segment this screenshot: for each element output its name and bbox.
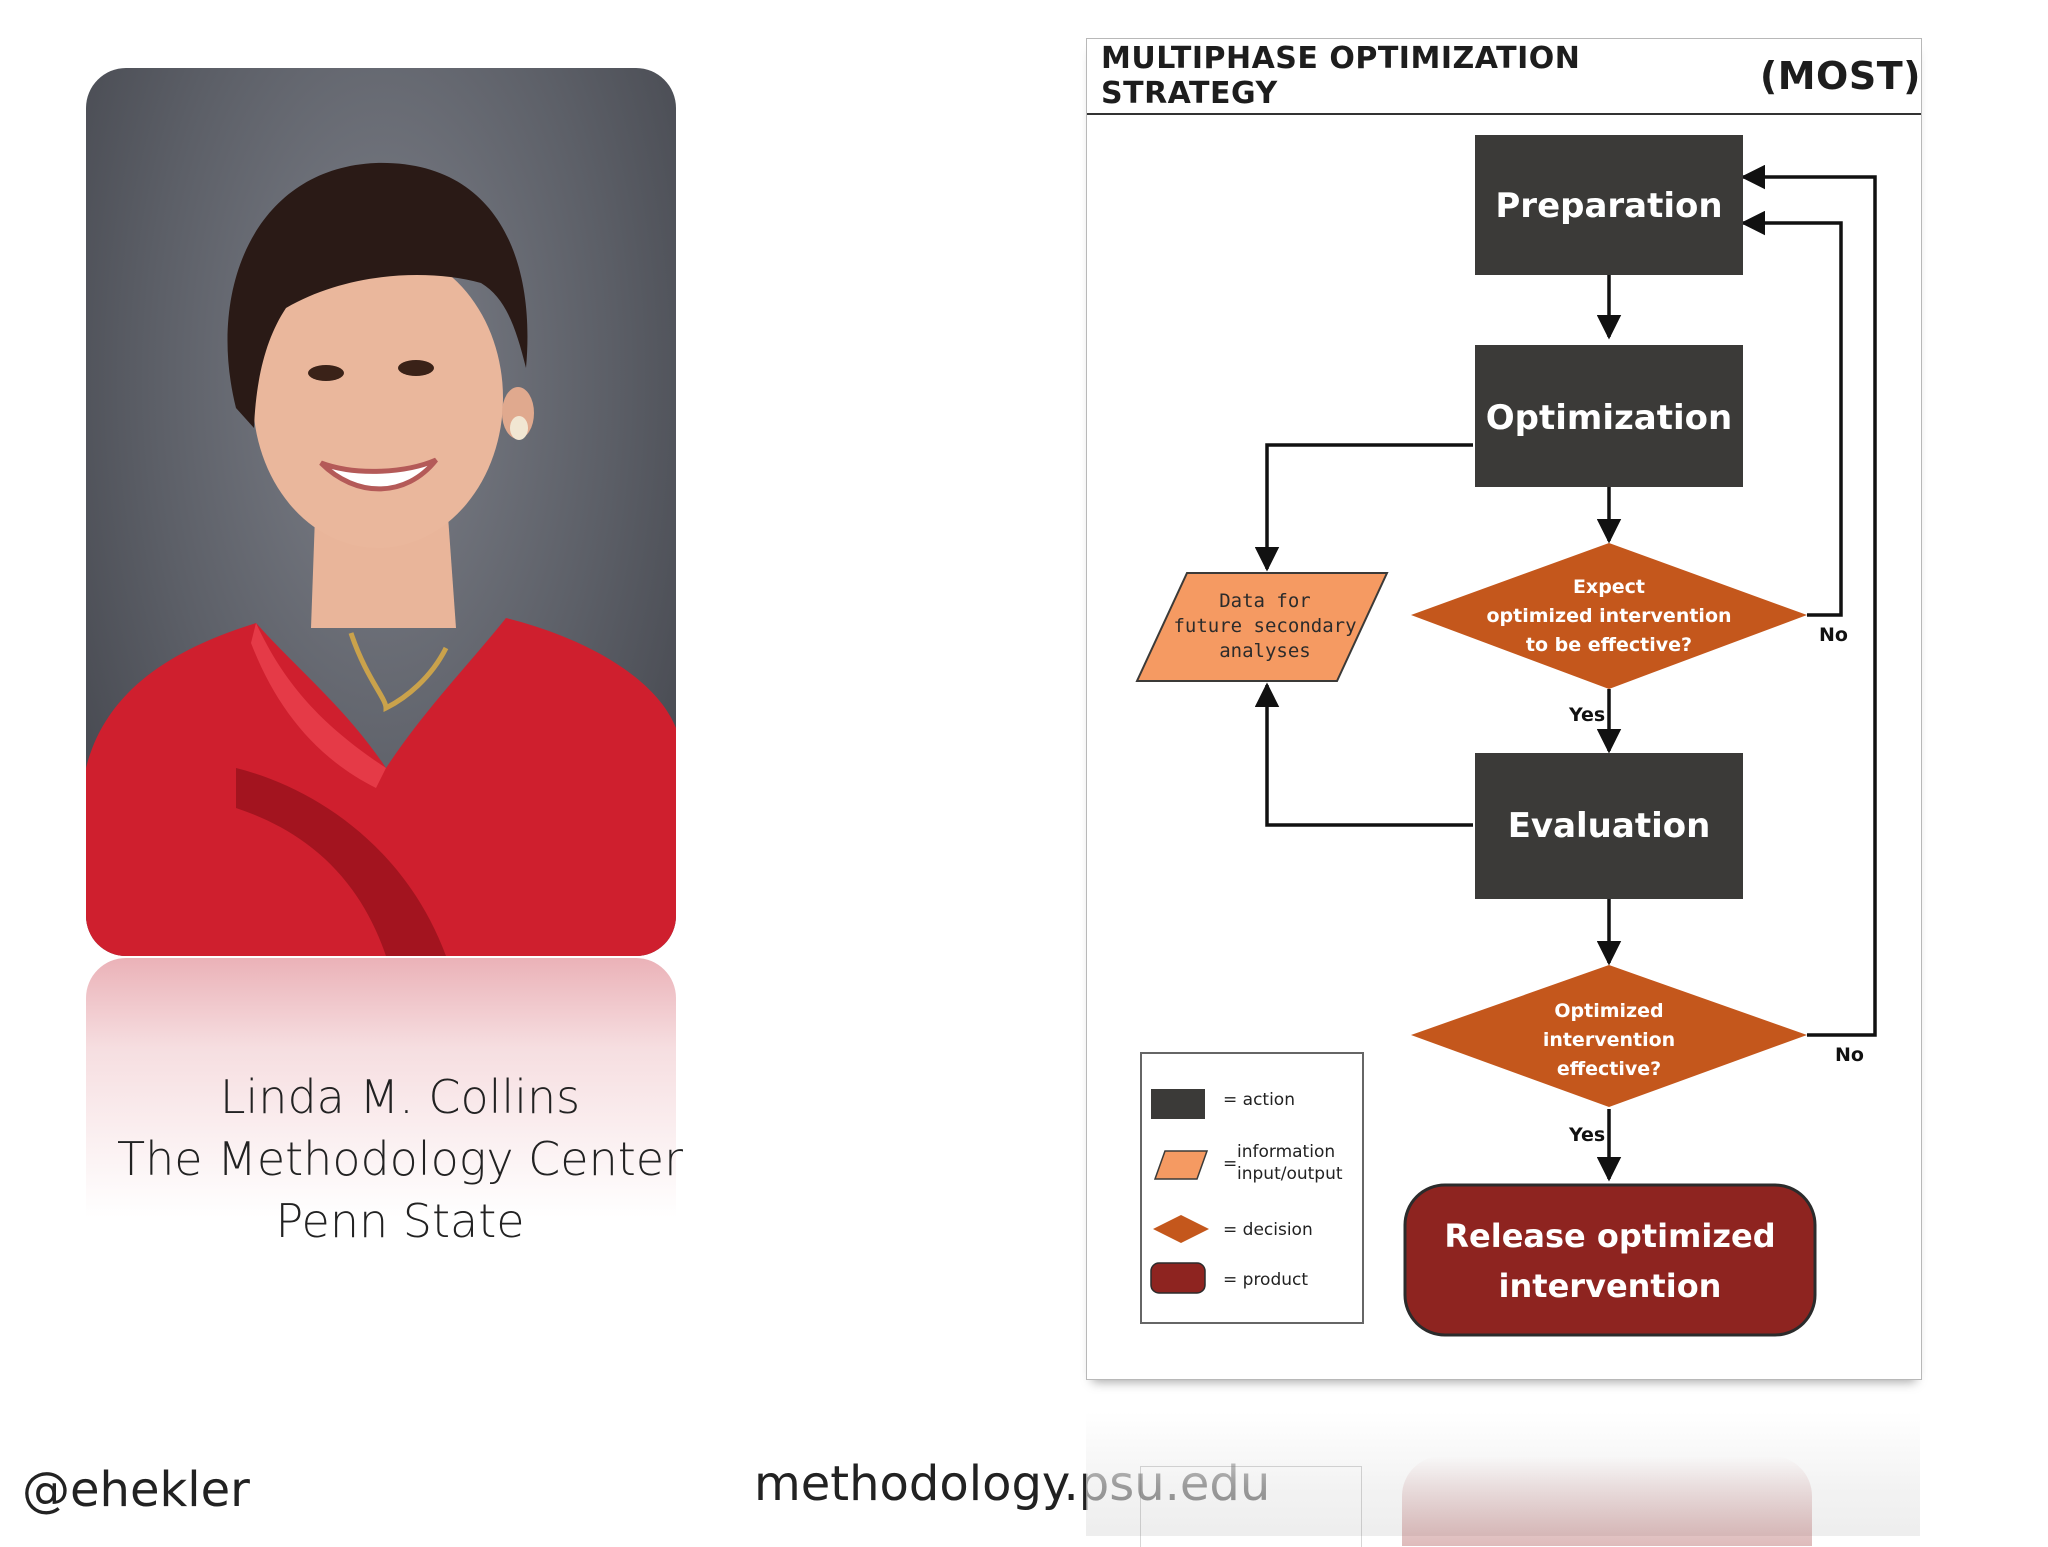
- edge-eval-data: [1254, 682, 1473, 827]
- optimization-label: Optimization: [1486, 398, 1732, 438]
- preparation-label: Preparation: [1495, 186, 1722, 226]
- release-node: [1403, 1183, 1817, 1337]
- legend-action-swatch: [1151, 1089, 1205, 1119]
- diagram-reflection: [1086, 1412, 1920, 1547]
- decision1-line2: optimized intervention: [1486, 605, 1731, 627]
- preparation-node: [1475, 135, 1743, 275]
- reflection-release: [1402, 1456, 1812, 1546]
- legend-action-label: = action: [1223, 1090, 1295, 1110]
- release-line2: intervention: [1499, 1267, 1722, 1305]
- data-line2: future secondary: [1173, 615, 1356, 637]
- optimization-node: [1475, 345, 1743, 487]
- data-line3: analyses: [1219, 640, 1311, 662]
- edge-opt-data: [1254, 443, 1473, 572]
- decision1-node: [1411, 543, 1807, 689]
- speaker-affiliation: The Methodology Center: [116, 1132, 684, 1186]
- edge-label-no1: No: [1819, 624, 1848, 646]
- legend-decision-swatch: [1153, 1215, 1209, 1243]
- speaker-institution: Penn State: [275, 1194, 525, 1248]
- diagram-title-acronym: (MOST): [1759, 54, 1921, 98]
- legend-io-prefix: =: [1223, 1154, 1237, 1174]
- flowchart: Preparation Optimization Expect optimize…: [1135, 135, 1877, 1337]
- legend-io-line2: input/output: [1237, 1164, 1343, 1184]
- edge-label-no2: No: [1835, 1044, 1864, 1066]
- edge-decision1-no: [1740, 210, 1843, 617]
- reflection-legend: [1140, 1466, 1362, 1547]
- connectors: [1254, 164, 1877, 1182]
- release-line1: Release optimized: [1444, 1217, 1775, 1255]
- evaluation-label: Evaluation: [1508, 806, 1711, 846]
- decision2-line2: intervention: [1543, 1029, 1675, 1051]
- most-diagram: MULTIPHASE OPTIMIZATION STRATEGY (MOST) …: [1086, 38, 1922, 1380]
- edge-label-yes2: Yes: [1568, 1124, 1605, 1146]
- speaker-name: Linda M. Collins: [219, 1070, 581, 1124]
- data-node: [1135, 572, 1389, 682]
- diagram-title: MULTIPHASE OPTIMIZATION STRATEGY (MOST): [1087, 39, 1921, 115]
- decision2-node: [1411, 965, 1807, 1107]
- edge-decision2-no: [1740, 164, 1877, 1037]
- legend-product-label: = product: [1223, 1270, 1308, 1290]
- speaker-caption: Linda M. Collins The Methodology Center …: [100, 1066, 700, 1252]
- edge-label-yes1: Yes: [1568, 704, 1605, 726]
- legend-io-line1: information: [1237, 1142, 1335, 1162]
- legend-decision-label: = decision: [1223, 1220, 1313, 1240]
- evaluation-node: [1475, 753, 1743, 899]
- legend-product-swatch: [1150, 1262, 1206, 1294]
- data-line1: Data for: [1219, 590, 1311, 612]
- twitter-handle: @ehekler: [22, 1462, 250, 1518]
- legend-io-swatch: [1153, 1150, 1209, 1180]
- portrait-photo: [86, 68, 676, 956]
- decision2-line1: Optimized: [1554, 1000, 1663, 1022]
- decision2-line3: effective?: [1557, 1058, 1661, 1080]
- portrait-reflection: [86, 958, 676, 1218]
- diagram-title-text: MULTIPHASE OPTIMIZATION STRATEGY: [1101, 41, 1581, 111]
- decision1-line1: Expect: [1573, 576, 1645, 598]
- portrait-image: [86, 68, 676, 956]
- decision1-line3: to be effective?: [1526, 634, 1692, 656]
